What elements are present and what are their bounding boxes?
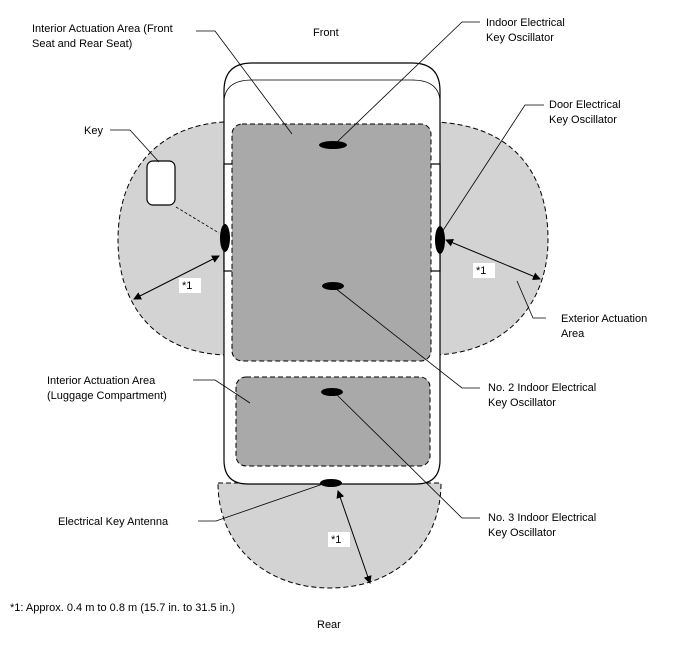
no3-osc-label-1: No. 3 Indoor Electrical	[488, 512, 596, 524]
key-signal-line	[175, 206, 220, 234]
exterior-area-label-2: Area	[561, 328, 585, 340]
no2-indoor-key-oscillator	[322, 282, 344, 290]
dim-marker-left: *1	[182, 280, 192, 292]
dim-marker-rear: *1	[331, 534, 341, 546]
key-label: Key	[84, 125, 103, 137]
dim-arrow-left	[133, 255, 220, 300]
key-fob	[146, 160, 176, 206]
leader-antenna	[198, 483, 324, 522]
indoor-key-oscillator	[319, 141, 347, 149]
exterior-zone-left	[117, 121, 231, 356]
interior-luggage-label-2: (Luggage Compartment)	[47, 390, 167, 402]
exterior-area-label-1: Exterior Actuation	[561, 313, 647, 325]
dim-arrow-rear	[336, 490, 372, 584]
leader-indoor-osc	[335, 21, 480, 144]
leader-key	[110, 129, 160, 163]
leader-interior-front	[196, 30, 293, 135]
leader-exterior-area	[516, 280, 546, 319]
leader-interior-luggage	[193, 379, 251, 404]
exterior-zone-right	[431, 121, 549, 356]
antenna-label: Electrical Key Antenna	[58, 516, 169, 528]
indoor-osc-label-1: Indoor Electrical	[486, 17, 565, 29]
dim-marker-right-bg	[473, 263, 495, 278]
interior-front-rear-label-1: Interior Actuation Area (Front	[32, 23, 173, 35]
no3-indoor-key-oscillator	[321, 388, 343, 396]
door-key-oscillator-right	[435, 226, 445, 254]
leader-no2-osc	[334, 287, 480, 389]
leader-door-osc	[441, 104, 544, 233]
interior-zone-cabin	[231, 123, 432, 362]
leader-no3-osc	[334, 392, 480, 519]
dim-marker-right: *1	[476, 265, 486, 277]
indoor-osc-label-2: Key Oscillator	[486, 32, 554, 44]
dim-arrow-right	[445, 238, 541, 281]
door-osc-label-1: Door Electrical	[549, 99, 621, 111]
no2-osc-label-2: Key Oscillator	[488, 397, 556, 409]
door-osc-label-2: Key Oscillator	[549, 114, 617, 126]
footnote: *1: Approx. 0.4 m to 0.8 m (15.7 in. to …	[10, 602, 235, 614]
windshield-line	[223, 79, 441, 101]
no2-osc-label-1: No. 2 Indoor Electrical	[488, 382, 596, 394]
dim-marker-rear-bg	[328, 532, 350, 547]
interior-luggage-label-1: Interior Actuation Area	[47, 375, 156, 387]
door-key-oscillator-left	[220, 224, 230, 252]
rear-label: Rear	[317, 619, 341, 631]
electrical-key-antenna	[320, 479, 342, 487]
dim-marker-left-bg	[179, 278, 201, 293]
interior-front-rear-label-2: Seat and Rear Seat)	[32, 38, 132, 50]
interior-zone-luggage	[235, 376, 431, 467]
front-label: Front	[313, 27, 339, 39]
no3-osc-label-2: Key Oscillator	[488, 527, 556, 539]
